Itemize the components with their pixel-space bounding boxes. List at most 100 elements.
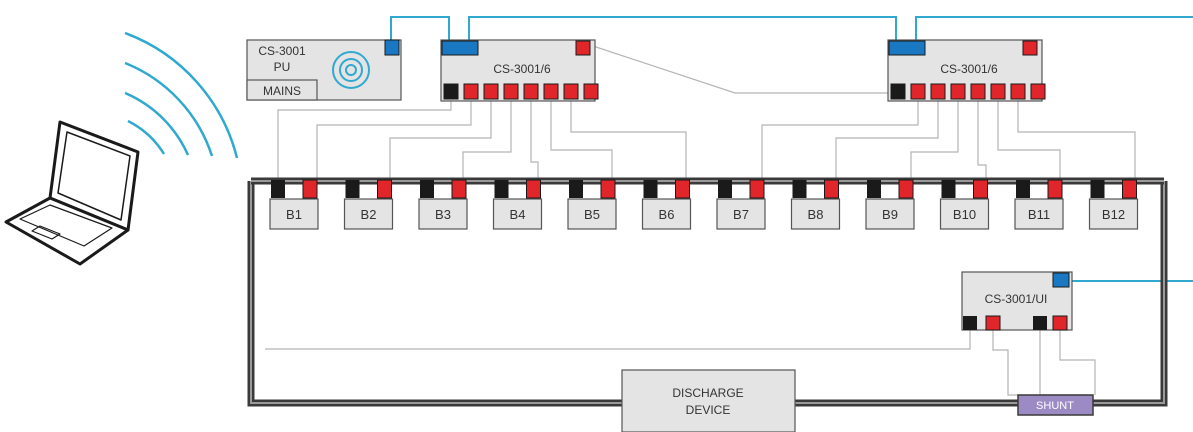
battery-cell: B9 <box>865 179 915 230</box>
monitor-1-label: CS-3001/6 <box>493 62 551 76</box>
battery-terminal-negative <box>271 180 285 198</box>
battery-terminal-negative <box>1016 180 1030 198</box>
sense-port-positive <box>463 83 479 100</box>
monitor-2-terminal-link <box>1022 40 1038 56</box>
battery-label: B4 <box>510 207 526 222</box>
main-power-loop <box>247 177 1168 407</box>
ui-comm-port <box>1052 272 1070 288</box>
sense-port-positive <box>503 83 519 100</box>
shunt: SHUNT <box>1017 394 1094 416</box>
monitor-unit-1: CS-3001/6 <box>440 39 599 102</box>
battery-cell: B5 <box>567 179 617 230</box>
sense-port-positive <box>910 83 926 100</box>
sense-port-positive <box>583 83 599 100</box>
battery-terminal-positive <box>1047 179 1063 199</box>
battery-body <box>939 198 990 230</box>
sense-port-positive <box>970 83 986 100</box>
sense-port-positive <box>930 83 946 100</box>
battery-body <box>343 198 394 230</box>
sense-port-positive <box>543 83 559 100</box>
battery-terminal-positive <box>377 179 392 199</box>
battery-terminal-negative <box>1090 180 1105 198</box>
sense-port-positive <box>1010 83 1026 100</box>
monitor-unit-2: CS-3001/6 <box>887 39 1046 102</box>
battery-label: B5 <box>584 207 600 222</box>
battery-cell: B8 <box>790 179 841 230</box>
battery-cell: B10 <box>939 179 990 230</box>
pu-unit: CS-3001 PU MAINS <box>246 39 402 101</box>
sense-port-positive <box>990 83 1006 100</box>
battery-terminal-negative <box>569 180 583 198</box>
sense-port-positive <box>1030 83 1046 100</box>
mains-label: MAINS <box>263 84 301 98</box>
battery-terminal-positive <box>526 179 541 199</box>
ui-terminal-positive-1 <box>985 315 1001 331</box>
battery-cell: B7 <box>716 179 766 230</box>
monitor-1-terminal-link <box>575 40 591 56</box>
sense-port-positive <box>563 83 579 100</box>
battery-terminal-positive <box>451 179 467 199</box>
discharge-device-line1: DISCHARGE <box>672 386 743 400</box>
pu-line2-label: PU <box>274 60 291 74</box>
ui-terminal-negative-2 <box>1033 316 1047 330</box>
battery-label: B1 <box>286 207 302 222</box>
sense-port-positive <box>523 83 539 100</box>
battery-body <box>865 198 915 230</box>
battery-body <box>567 198 617 230</box>
battery-terminal-positive <box>675 179 690 199</box>
battery-body <box>1014 198 1064 230</box>
pu-model-label: CS-3001 <box>258 44 306 58</box>
battery-body <box>418 198 468 230</box>
ui-unit-label: CS-3001/UI <box>985 292 1048 306</box>
battery-label: B9 <box>882 207 898 222</box>
battery-cell: B12 <box>1088 179 1139 230</box>
battery-body <box>641 198 692 230</box>
comm-bus <box>390 16 1193 282</box>
battery-label: B6 <box>659 207 675 222</box>
ui-unit: CS-3001/UI <box>961 271 1073 331</box>
battery-terminal-positive <box>898 179 914 199</box>
battery-terminal-positive <box>600 179 616 199</box>
battery-body <box>269 198 319 230</box>
battery-body <box>790 198 841 230</box>
ui-terminal-negative-1 <box>963 316 977 330</box>
battery-label: B11 <box>1028 207 1050 222</box>
battery-label: B12 <box>1102 207 1125 222</box>
battery-terminal-negative <box>718 180 732 198</box>
battery-body <box>492 198 543 230</box>
battery-terminal-negative <box>867 180 881 198</box>
battery-body <box>716 198 766 230</box>
battery-terminal-positive <box>1122 179 1137 199</box>
battery-label: B3 <box>435 207 451 222</box>
ui-terminal-positive-2 <box>1052 315 1068 331</box>
monitor-1-comm-port <box>441 40 479 56</box>
sense-port-negative <box>890 83 906 100</box>
pu-comm-port <box>384 39 400 56</box>
sense-port-positive <box>950 83 966 100</box>
battery-body <box>1088 198 1139 230</box>
battery-terminal-negative <box>643 180 658 198</box>
battery-cell: B4 <box>492 179 543 230</box>
battery-label: B10 <box>953 207 976 222</box>
battery-terminal-negative <box>420 180 434 198</box>
wireless-signal-icon <box>124 31 239 159</box>
concentric-circles-icon <box>332 51 370 89</box>
battery-cell: B3 <box>418 179 468 230</box>
sense-port-positive <box>483 83 499 100</box>
battery-terminal-negative <box>494 180 509 198</box>
battery-terminal-positive <box>749 179 765 199</box>
discharge-device: DISCHARGE DEVICE <box>621 369 796 432</box>
battery-terminal-positive <box>824 179 839 199</box>
battery-terminal-negative <box>792 180 807 198</box>
battery-terminal-positive <box>302 179 318 199</box>
battery-label: B2 <box>361 207 377 222</box>
battery-terminal-negative <box>345 180 360 198</box>
battery-cell: B11 <box>1014 179 1064 230</box>
battery-label: B8 <box>808 207 824 222</box>
battery-cell: B1 <box>269 179 319 230</box>
battery-terminal-negative <box>941 180 956 198</box>
monitor-2-label: CS-3001/6 <box>940 62 998 76</box>
battery-terminal-positive <box>973 179 988 199</box>
